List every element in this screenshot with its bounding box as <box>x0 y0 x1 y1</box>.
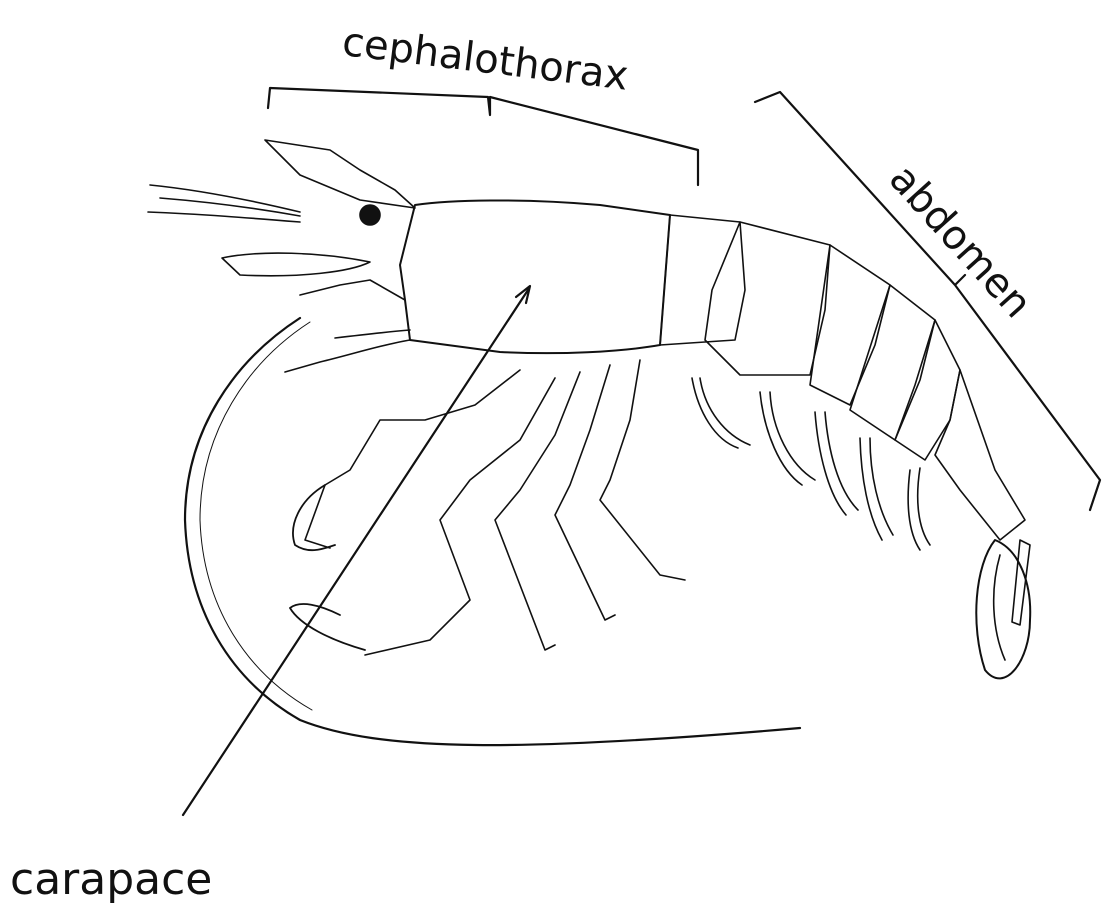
cephalothorax-bracket <box>268 88 698 185</box>
pleopod-2 <box>770 392 815 480</box>
tail-fan-inner <box>994 555 1005 660</box>
pleopod-1 <box>700 378 750 445</box>
pincer-lower <box>290 604 365 650</box>
carapace-label: carapace <box>10 858 212 902</box>
walking-leg-5 <box>305 370 520 548</box>
rostrum <box>265 140 415 208</box>
walking-leg-1 <box>600 360 685 580</box>
maxilliped <box>285 340 410 372</box>
carapace-pointer-arrowhead <box>516 286 530 303</box>
pleopod-1b <box>692 378 738 448</box>
maxilliped-b <box>335 330 410 338</box>
walking-leg-2 <box>555 365 615 620</box>
antenna-long-inner <box>200 322 312 710</box>
pleopod-3b <box>815 412 846 515</box>
antenna-long <box>185 318 800 745</box>
pleopod-5 <box>918 468 930 545</box>
walking-leg-3 <box>495 372 580 650</box>
pleopod-3 <box>825 412 858 510</box>
antennal-peduncle <box>300 280 405 300</box>
abdomen-segment-6 <box>935 370 1025 540</box>
pincer-upper <box>293 485 335 550</box>
eye <box>360 205 380 225</box>
antennal-scale <box>222 253 370 276</box>
carapace-shape <box>400 200 670 353</box>
abdomen-segment-1 <box>660 215 745 345</box>
abdomen-segment-2 <box>705 222 830 375</box>
abdomen-bracket <box>755 92 1100 510</box>
antennule-lower <box>148 212 300 222</box>
abdomen-segment-5 <box>895 320 960 460</box>
